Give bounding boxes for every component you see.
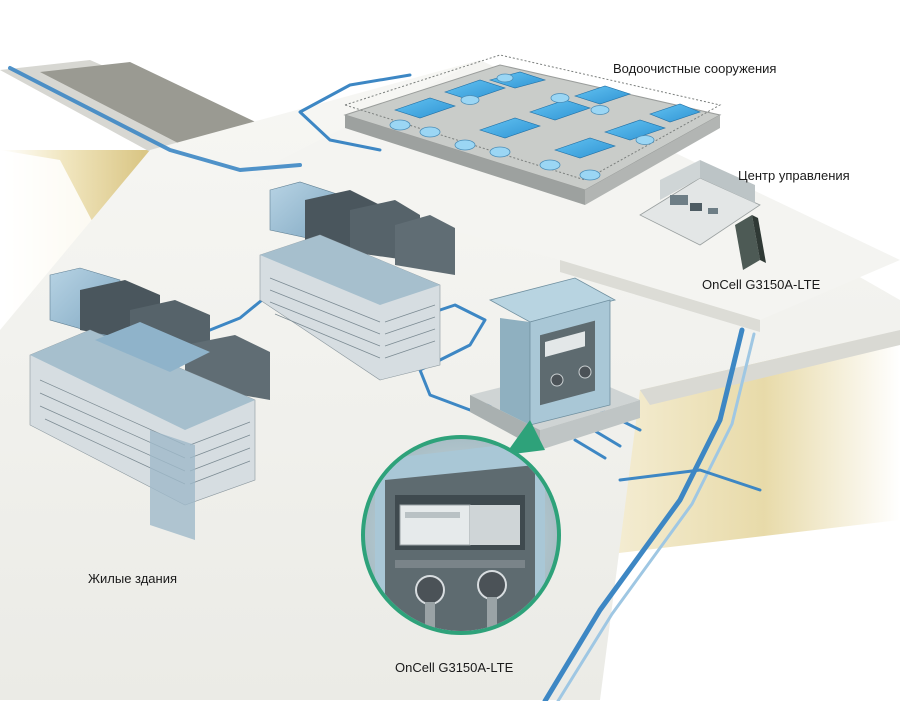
label-device-bottom: OnCell G3150A-LTE [395,660,514,675]
label-control-center: Центр управления [738,168,850,183]
pumping-station-cabinet [470,277,640,450]
oncell-device-top-icon [735,215,766,270]
label-device-top: OnCell G3150A-LTE [702,277,821,292]
control-center-building [639,160,761,246]
pipe-network [8,66,762,701]
callout-pointer [505,420,545,455]
label-water-treatment: Водоочистные сооружения [613,61,776,76]
device-callout-zoom [361,435,561,635]
label-residential: Жилые здания [88,571,177,586]
residential-buildings [29,181,455,540]
water-treatment-plant [343,54,722,230]
